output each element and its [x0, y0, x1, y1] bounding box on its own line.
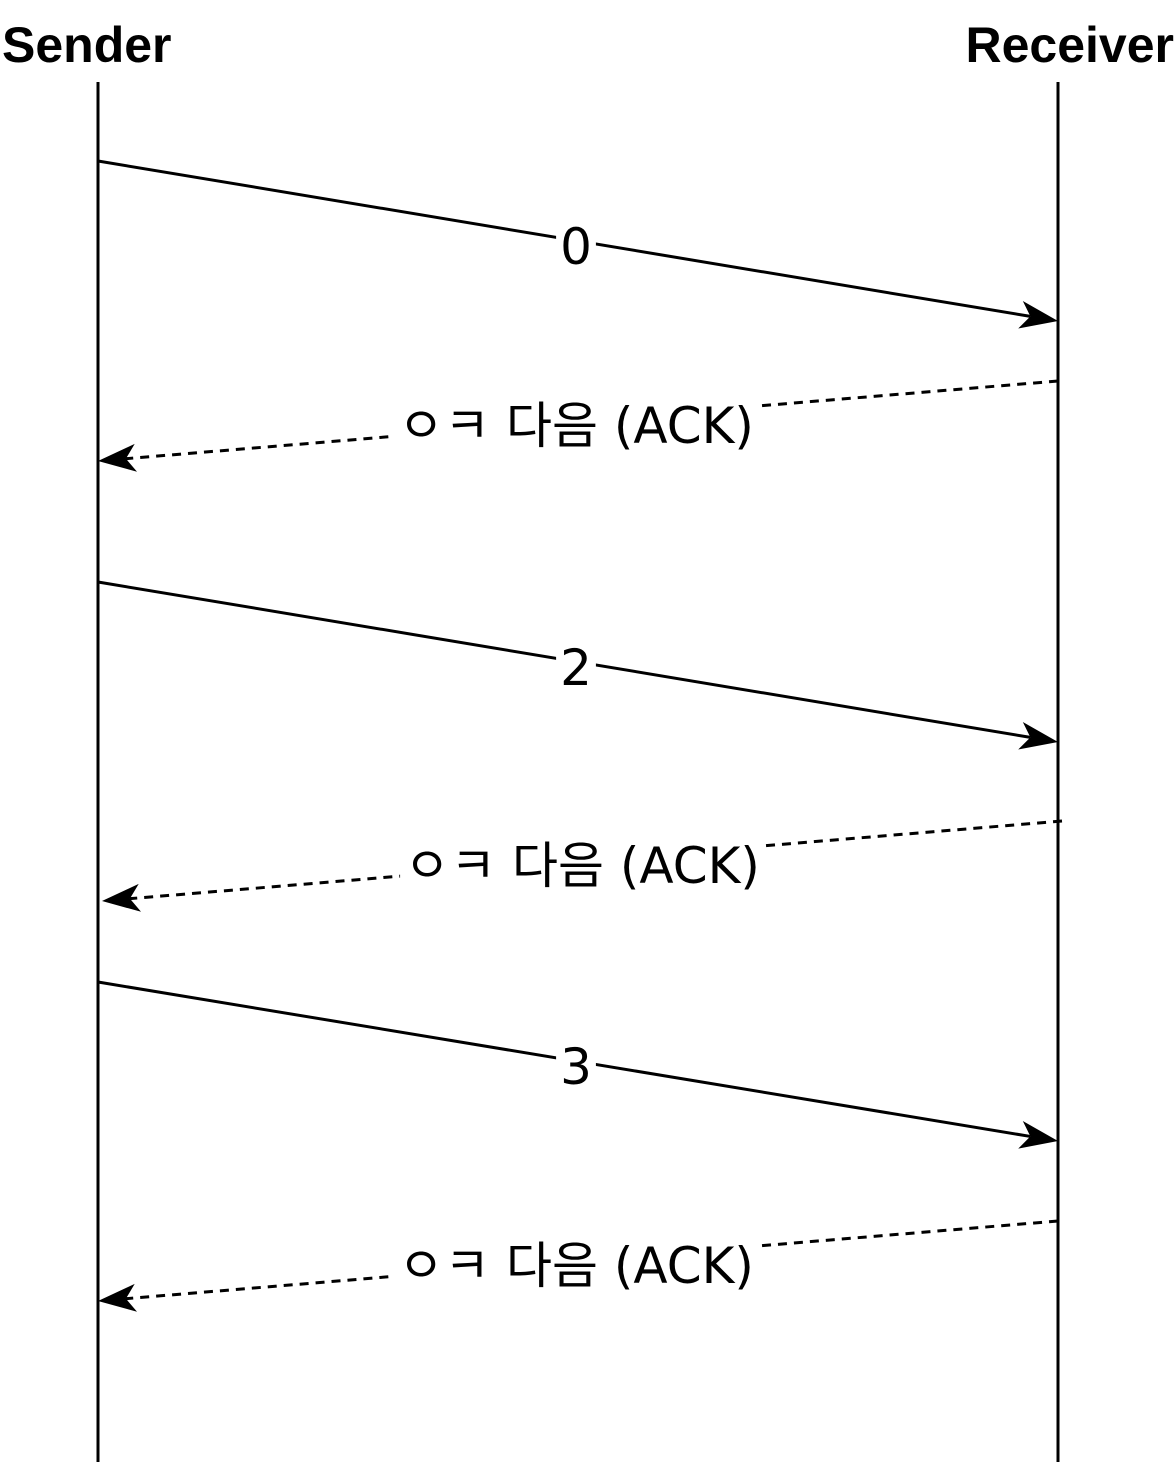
- data-3-label-background: [556, 643, 596, 693]
- data-5-label-background: [556, 1042, 596, 1092]
- ack-6-arrowhead: [98, 1283, 138, 1312]
- data-5-arrowhead: [1018, 1120, 1058, 1149]
- ack-4-label-background: [400, 841, 764, 891]
- data-3-label: 2: [560, 639, 592, 697]
- ack-2-label: ㅇㅋ 다음 (ACK): [398, 397, 754, 455]
- data-1-arrowhead: [1018, 300, 1058, 329]
- ack-6-label: ㅇㅋ 다음 (ACK): [398, 1237, 754, 1295]
- data-3-arrowhead: [1018, 721, 1058, 750]
- messages-group: 0 ㅇㅋ 다음 (ACK) 2 ㅇㅋ 다음 (ACK) 3 ㅇㅋ 다음 (ACK): [97, 159, 1063, 1312]
- data-1-label-background: [556, 222, 596, 272]
- receiver-label: Receiver: [965, 17, 1175, 73]
- ack-6-label-background: [394, 1241, 758, 1291]
- data-5-label: 3: [560, 1038, 592, 1096]
- sender-label: Sender: [2, 17, 172, 73]
- ack-4-label: ㅇㅋ 다음 (ACK): [404, 837, 760, 895]
- data-1-label: 0: [560, 218, 592, 276]
- ack-4-arrowhead: [102, 883, 142, 912]
- ack-2-arrowhead: [98, 443, 138, 472]
- ack-2-label-background: [394, 401, 758, 451]
